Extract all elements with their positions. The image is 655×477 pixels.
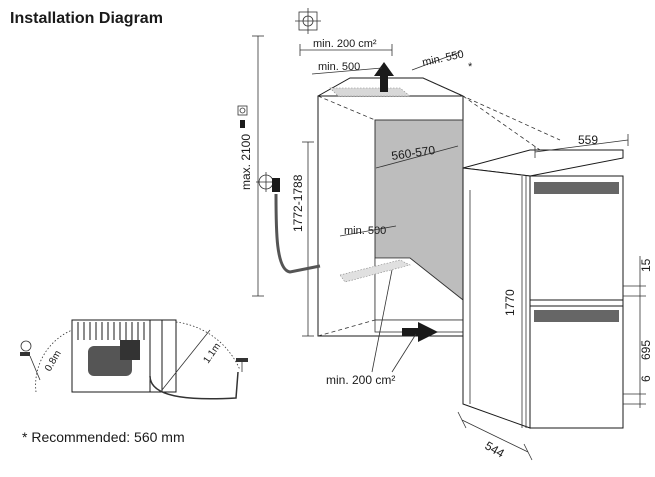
- side-view-sketch: 0.8m 1.1m: [20, 319, 248, 400]
- max-2100-dimension: max. 2100: [239, 35, 264, 297]
- water-tap-icon: [256, 172, 280, 192]
- socket-icon: [237, 105, 248, 128]
- crosshair-symbol: [295, 8, 321, 34]
- water-hose: [274, 193, 321, 274]
- air-inlet-arrow: [402, 322, 438, 342]
- label-h-1770: 1770: [503, 289, 517, 316]
- label-d-544: 544: [483, 438, 508, 460]
- inner-depth-dimension: min. 500: [339, 225, 397, 237]
- label-w-559: 559: [578, 133, 598, 147]
- label-d-695: 695: [639, 340, 653, 360]
- bottom-vent-dimension: min. 200 cm²: [326, 269, 417, 387]
- label-h-1772: 1772-1788: [291, 174, 305, 232]
- label-d-6: 6: [639, 375, 653, 382]
- label-star: *: [468, 61, 473, 73]
- niche-width-dimension: 560-570: [375, 143, 459, 169]
- top-vent-dimension: min. 200 cm²: [299, 38, 393, 56]
- min-550-dimension: min. 550 *: [411, 48, 473, 73]
- refrigerator-appliance: [462, 149, 624, 429]
- height-1770-dimension: 1770: [503, 176, 523, 428]
- label-min-200-top: min. 200 cm²: [313, 38, 377, 50]
- label-min-500-top: min. 500: [318, 61, 360, 73]
- label-d-15: 15: [639, 258, 653, 272]
- width-559-dimension: 559: [534, 133, 629, 158]
- label-min-200-bottom: min. 200 cm²: [326, 373, 395, 387]
- label-max-2100: max. 2100: [239, 134, 253, 190]
- air-outlet-arrow: [374, 62, 394, 92]
- cabinet-niche: [317, 77, 561, 391]
- label-min-500-inner: min. 500: [344, 225, 386, 237]
- h-1772-dimension: 1772-1788: [291, 141, 314, 337]
- label-len-11: 1.1m: [201, 341, 223, 366]
- right-dimensions: 15 695 6: [623, 256, 653, 408]
- label-len-08: 0.8m: [43, 349, 64, 374]
- label-min-550: min. 550: [421, 48, 465, 69]
- top-depth-dimension: min. 500: [311, 61, 383, 75]
- label-w-560: 560-570: [390, 143, 436, 163]
- diagram-title: Installation Diagram: [10, 10, 163, 27]
- footnote: * Recommended: 560 mm: [22, 429, 185, 445]
